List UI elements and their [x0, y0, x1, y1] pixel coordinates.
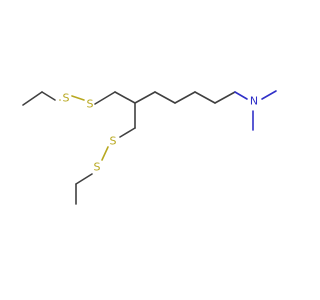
bond-chain-5	[214, 91, 236, 104]
bond-s1-s2	[71, 95, 85, 101]
atom-s2: S	[87, 98, 94, 111]
atom-n: N	[250, 95, 258, 108]
bond-chain-2	[154, 91, 176, 104]
bond-ethyl-top-2	[41, 91, 56, 101]
bond-ethyl-top-1	[22, 91, 43, 106]
atom-s3: S	[110, 135, 117, 148]
bond-chain-n	[234, 91, 248, 100]
bond-n-methyl-1	[261, 90, 277, 100]
bond-chain-4	[194, 91, 216, 104]
structure-diagram: S S S S N	[22, 90, 277, 205]
bond-s4-ethyl	[75, 173, 93, 185]
bond-chain-3	[174, 91, 196, 104]
atom-s1: S	[63, 92, 70, 105]
bond-s3-s4	[101, 146, 109, 161]
bond-ch2-s3	[119, 127, 136, 138]
bond-chain-1	[134, 91, 156, 104]
molecule-svg: S S S S N	[22, 90, 277, 205]
atom-s4: S	[94, 161, 101, 174]
bond-ch2-ch	[114, 91, 136, 104]
bond-s2-ch2	[94, 91, 116, 105]
